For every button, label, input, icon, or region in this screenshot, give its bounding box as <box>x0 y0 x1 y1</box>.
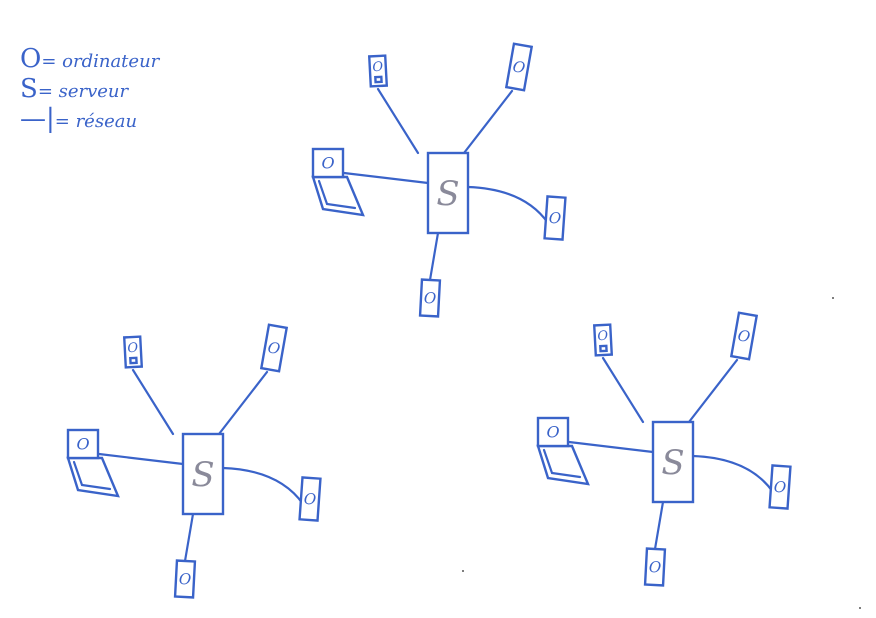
computer-node: O <box>768 464 792 510</box>
laptop-computer-node: O <box>311 147 365 217</box>
server-box <box>426 151 470 235</box>
computer-label: O <box>76 435 89 454</box>
legend-symbol-server: S <box>20 74 38 104</box>
laptop-keyboard-edge <box>542 448 582 479</box>
network-link <box>342 171 430 185</box>
computer-node: O <box>173 559 197 599</box>
computer-label: O <box>423 289 436 308</box>
server-box <box>651 420 695 504</box>
computer-label: O <box>266 338 281 358</box>
legend-item-server: S= serveur <box>20 74 159 104</box>
computer-label: O <box>372 60 384 76</box>
computer-box <box>543 195 567 241</box>
computer-node: O <box>643 547 667 587</box>
network-link <box>428 231 440 282</box>
computer-box <box>643 547 667 587</box>
computer-box <box>729 311 759 361</box>
paper-speck <box>462 570 464 572</box>
server-label: S <box>436 174 459 214</box>
network-link <box>462 89 514 155</box>
network-link <box>687 358 739 424</box>
network-link <box>466 185 550 225</box>
computer-node: O <box>418 278 442 318</box>
network-link <box>653 500 665 551</box>
computer-box <box>418 278 442 318</box>
computer-label: O <box>546 423 559 442</box>
legend-item-computer: O= ordinateur <box>20 44 159 74</box>
computer-node: O <box>367 54 389 88</box>
server-label: S <box>191 455 214 495</box>
computer-node: O <box>298 476 322 522</box>
network-link <box>691 454 775 494</box>
legend-symbol-computer: O <box>20 44 42 74</box>
server-node: S <box>181 432 225 516</box>
computer-label: O <box>548 209 562 228</box>
computer-label: O <box>127 341 139 357</box>
paper-speck <box>832 297 834 299</box>
network-link <box>183 512 195 563</box>
server-node: S <box>426 151 470 235</box>
computer-label: O <box>736 326 751 346</box>
network-link <box>601 356 645 424</box>
network-link <box>217 370 269 436</box>
computer-box <box>536 416 570 448</box>
computer-label: O <box>648 558 661 577</box>
legend-text-network: = réseau <box>54 111 138 132</box>
laptop-computer-node: O <box>66 428 120 498</box>
laptop-computer-node: O <box>536 416 590 486</box>
computer-label: O <box>178 570 191 589</box>
computer-node: O <box>122 335 144 369</box>
network-link <box>131 368 175 436</box>
computer-label: O <box>773 478 787 497</box>
laptop-keyboard-edge <box>317 179 357 210</box>
computer-box <box>259 323 289 373</box>
legend-text-computer: = ordinateur <box>41 51 160 72</box>
network-link <box>567 440 655 454</box>
network-link <box>97 452 185 466</box>
computer-node: O <box>592 323 614 357</box>
computer-node: O <box>259 323 289 373</box>
computer-box <box>173 559 197 599</box>
computer-label: O <box>511 57 526 77</box>
computer-box <box>311 147 345 179</box>
server-node: S <box>651 420 695 504</box>
network-link <box>376 87 420 155</box>
server-label: S <box>661 443 684 483</box>
legend-text-server: = serveur <box>37 81 129 102</box>
computer-button <box>129 356 138 365</box>
laptop-keyboard-edge <box>72 460 112 491</box>
computer-node: O <box>504 42 534 92</box>
star-network: S O O O O O <box>311 42 567 318</box>
computer-box <box>504 42 534 92</box>
computer-label: O <box>303 490 317 509</box>
legend-item-network: —|= réseau <box>20 104 159 134</box>
computer-button <box>599 344 608 353</box>
computer-box <box>66 428 100 460</box>
computer-node: O <box>729 311 759 361</box>
computer-box <box>298 476 322 522</box>
computer-label: O <box>321 154 334 173</box>
legend: O= ordinateur S= serveur —|= réseau <box>20 44 159 134</box>
computer-button <box>374 75 383 84</box>
legend-symbol-network: —| <box>20 104 55 134</box>
computer-label: O <box>597 329 609 345</box>
server-box <box>181 432 225 516</box>
network-link <box>221 466 305 506</box>
star-network: S O O O O O <box>536 311 792 587</box>
star-network: S O O O O O <box>66 323 322 599</box>
computer-box <box>768 464 792 510</box>
computer-node: O <box>543 195 567 241</box>
paper-speck <box>859 607 861 609</box>
networks-layer: S O O O O O S O O O O O S O O O O O <box>66 42 792 599</box>
